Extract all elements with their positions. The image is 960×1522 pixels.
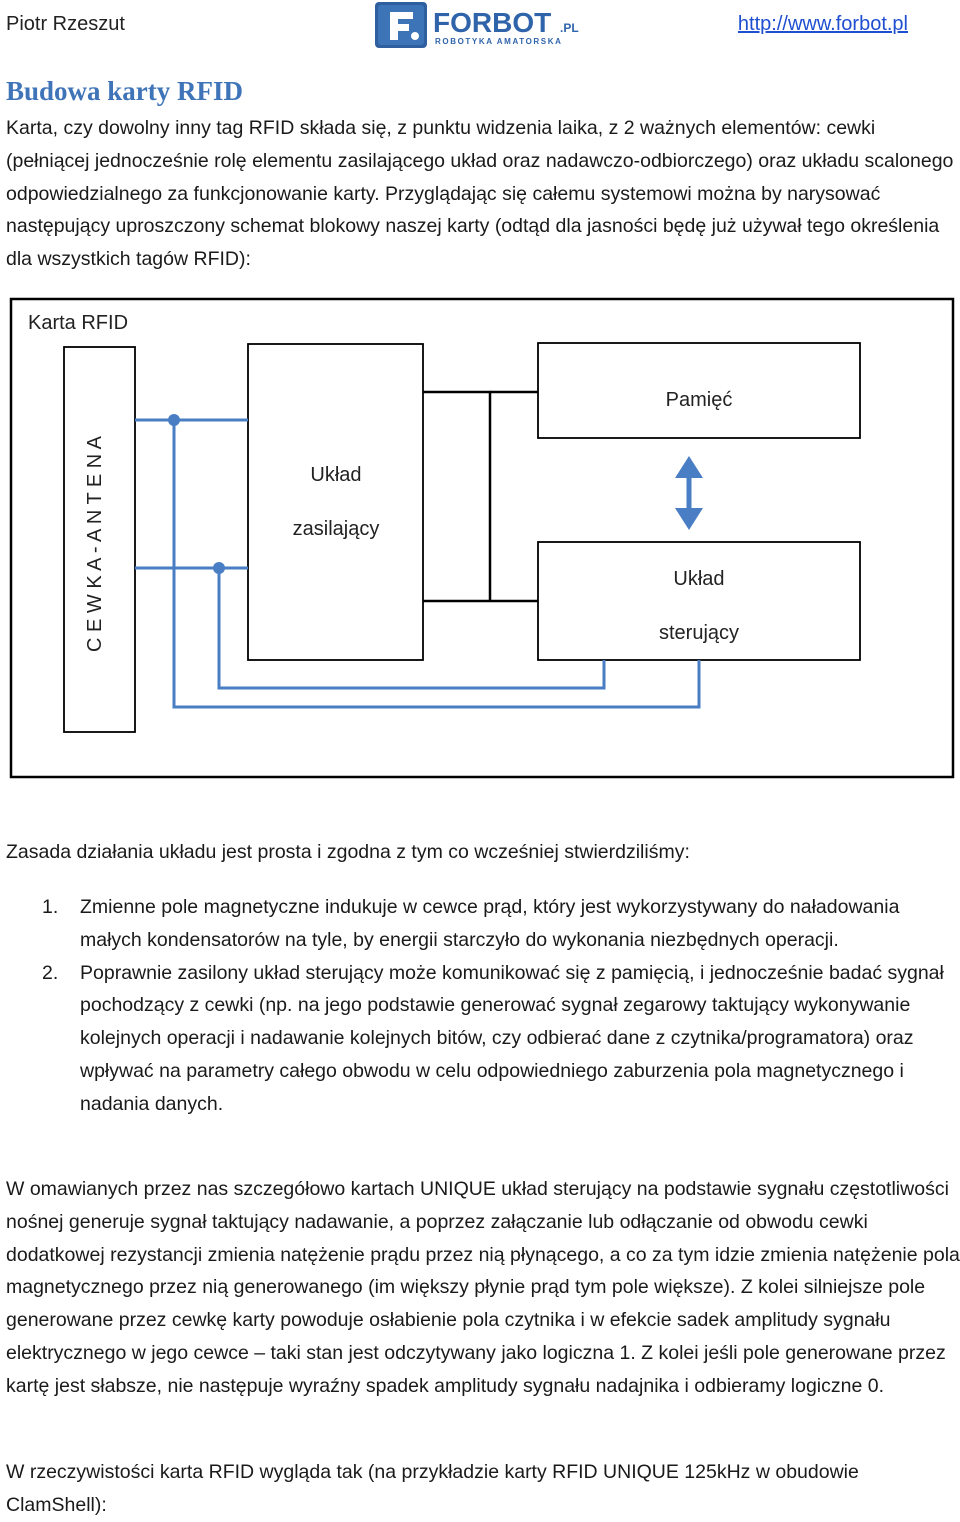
control-label-2: sterujący bbox=[659, 622, 739, 644]
list-item: 1. Zmienne pole magnetyczne indukuje w c… bbox=[0, 891, 960, 957]
memory-block bbox=[537, 342, 861, 439]
forbot-logo: FORBOT .PL ROBOTYKA AMATORSKA bbox=[375, 2, 579, 48]
site-link[interactable]: http://www.forbot.pl bbox=[737, 13, 908, 35]
power-supply-block bbox=[247, 343, 424, 661]
logo-tagline: ROBOTYKA AMATORSKA bbox=[435, 37, 562, 46]
list-item-text: Zmienne pole magnetyczne indukuje w cewc… bbox=[80, 896, 900, 951]
coil-power-wires bbox=[135, 414, 248, 574]
author-name: Piotr Rzeszut bbox=[6, 13, 125, 35]
clamshell-paragraph: W rzeczywistości karta RFID wygląda tak … bbox=[6, 1461, 859, 1516]
list-item-number: 2. bbox=[42, 961, 59, 984]
control-label-1: Układ bbox=[673, 568, 724, 590]
power-label-1: Układ bbox=[310, 464, 361, 486]
logo-suffix: .PL bbox=[560, 21, 579, 35]
coil-label: C E W K A - A N T E N A bbox=[84, 435, 106, 652]
principle-paragraph: Zasada działania układu jest prosta i zg… bbox=[6, 841, 690, 863]
memory-control-arrow bbox=[675, 456, 703, 530]
coil-control-wires bbox=[172, 420, 701, 709]
list-item-number: 1. bbox=[42, 896, 59, 918]
principle-list: 1. Zmienne pole magnetyczne indukuje w c… bbox=[0, 891, 960, 1121]
section-title: Budowa karty RFID bbox=[6, 76, 244, 106]
unique-paragraph: W omawianych przez nas szczegółowo karta… bbox=[6, 1178, 960, 1397]
memory-label: Pamięć bbox=[666, 389, 733, 411]
page-header: Piotr Rzeszut FORBOT .PL ROBOTYKA AMATOR… bbox=[0, 0, 960, 56]
power-label-2: zasilający bbox=[293, 518, 380, 540]
intro-paragraph: Karta, czy dowolny inny tag RFID składa … bbox=[6, 117, 954, 271]
rfid-block-diagram: Karta RFID C E W K A - A N T E N A Układ… bbox=[0, 290, 960, 785]
list-item-text: Poprawnie zasilony układ sterujący może … bbox=[80, 961, 944, 1115]
control-block bbox=[537, 541, 861, 661]
card-label: Karta RFID bbox=[28, 312, 128, 334]
logo-text: FORBOT bbox=[433, 7, 551, 38]
power-distribution-wires bbox=[423, 390, 538, 603]
coil-antenna-block bbox=[63, 346, 136, 733]
list-item: 2. Poprawnie zasilony układ sterujący mo… bbox=[0, 957, 960, 1121]
